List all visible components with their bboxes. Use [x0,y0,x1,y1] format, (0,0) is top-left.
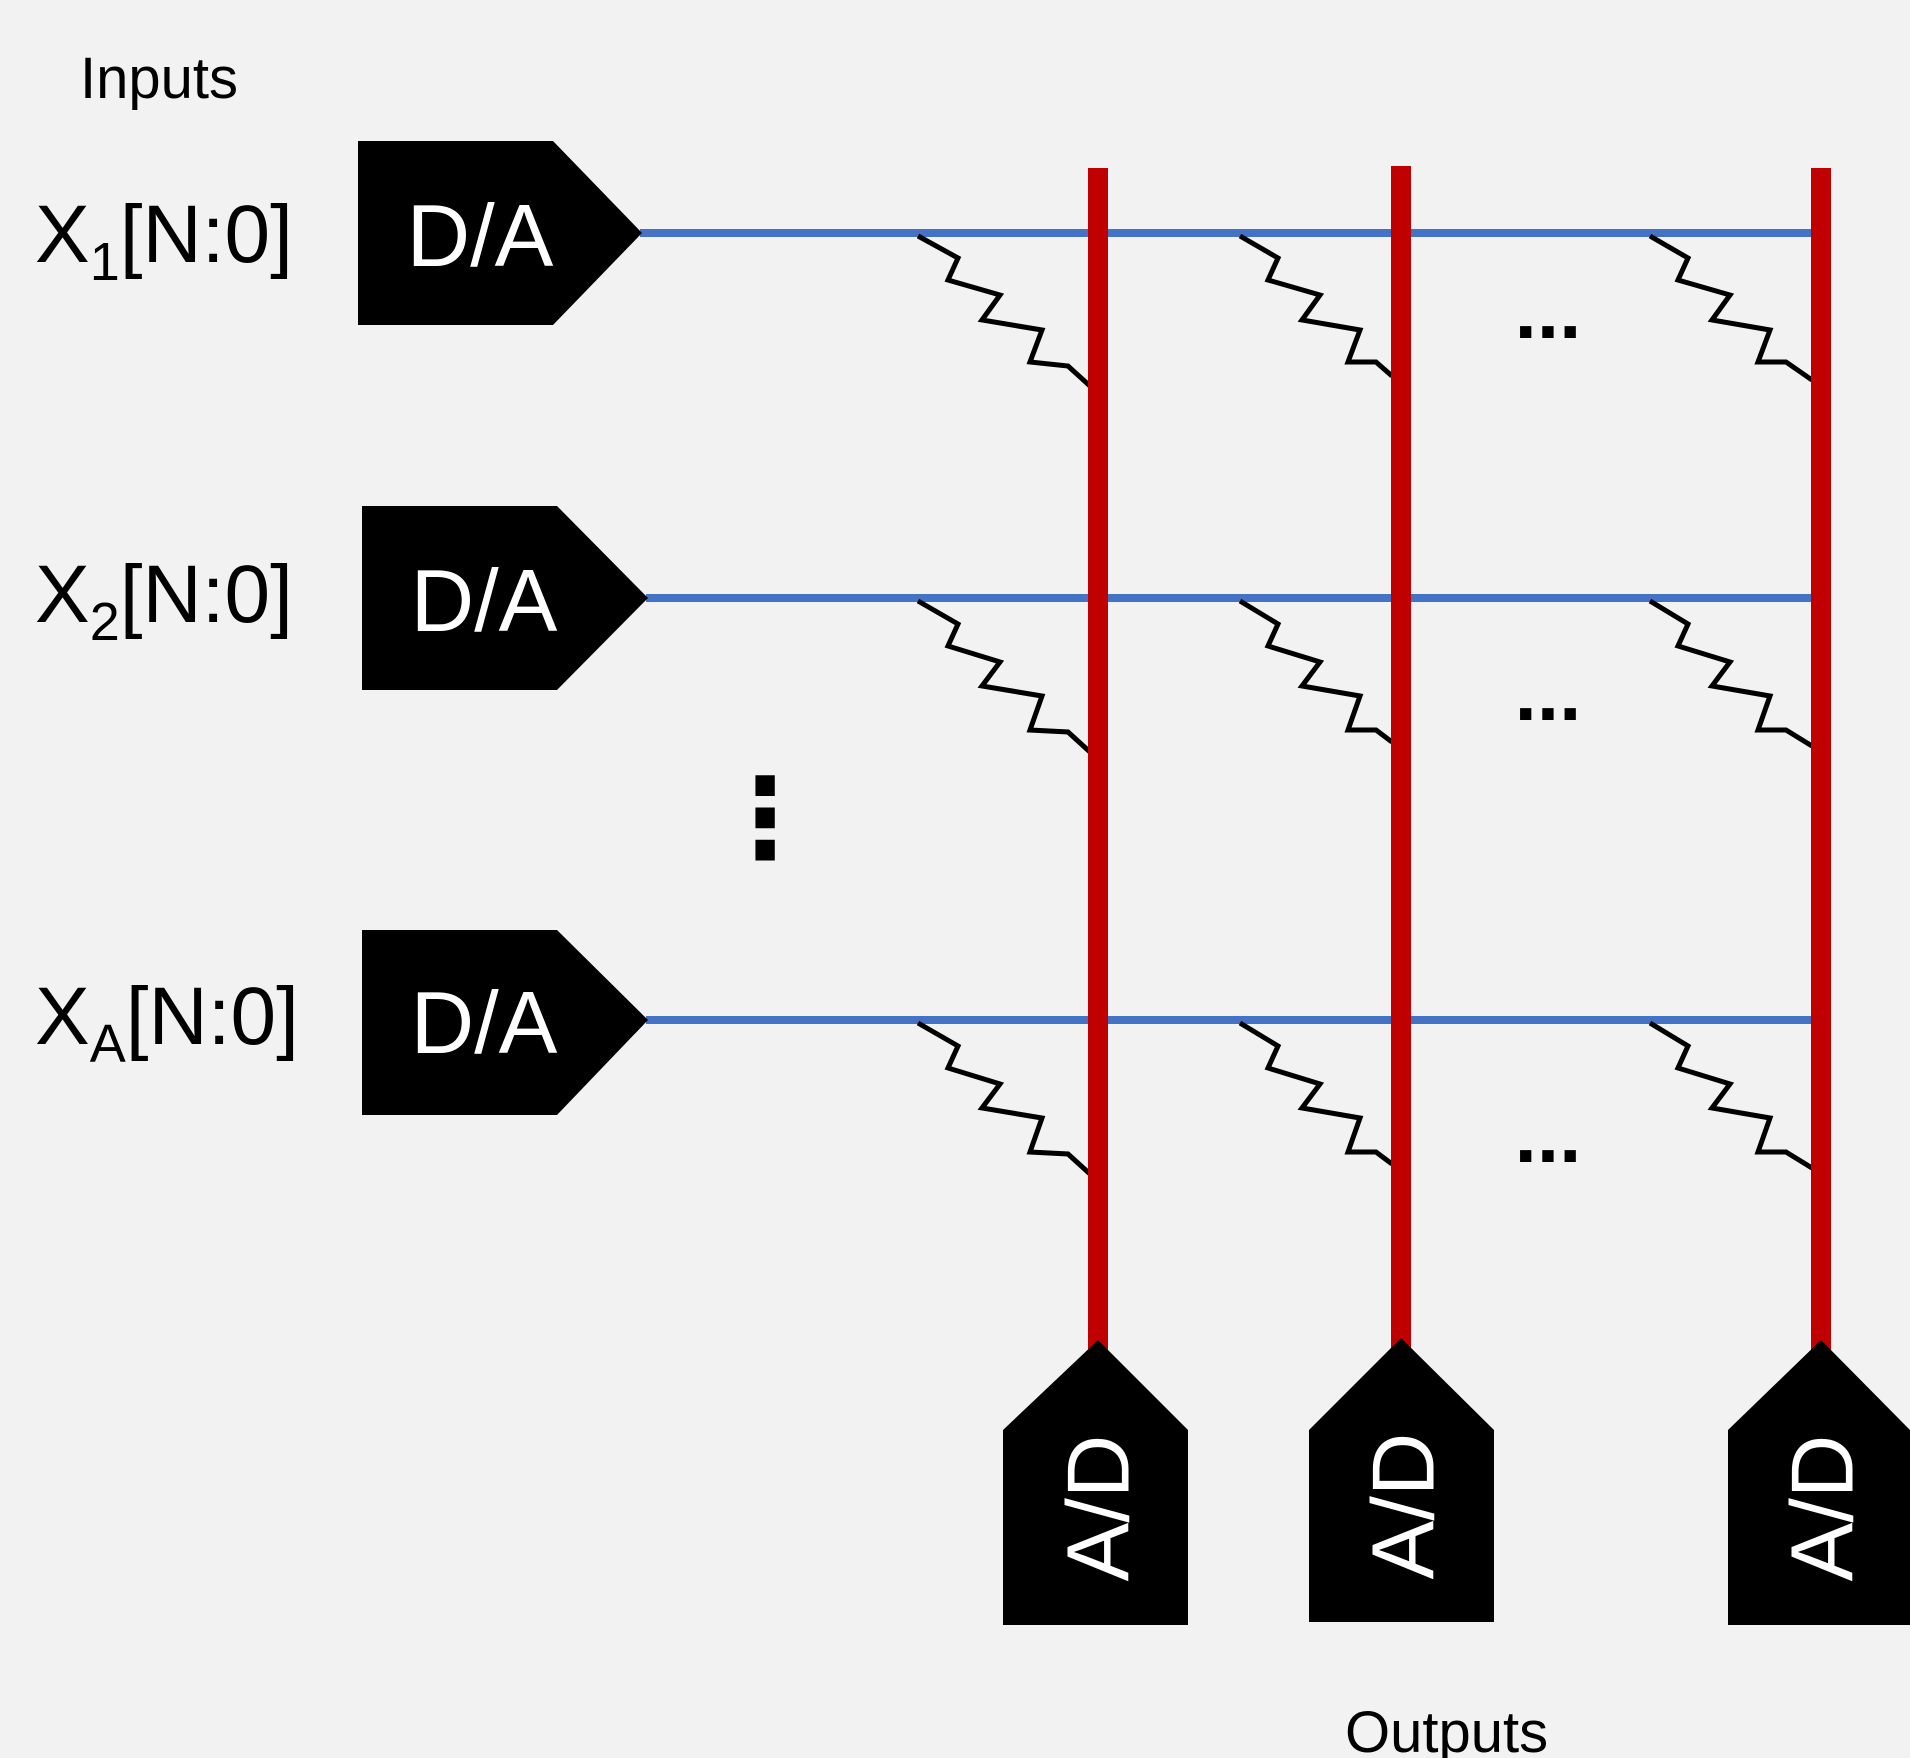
ad-converter-label-2: A/D [1354,1433,1453,1580]
input-bits-2: [N:0] [120,549,293,640]
input-name-2: X [35,549,90,640]
resistor-icon-r1-c2 [1238,233,1394,378]
input-label-2: X2[N:0] [35,549,293,652]
ad-converter-1: A/D [1003,1340,1188,1625]
row-ellipsis: ⋮ [710,757,820,880]
resistor-icon-r2-c3 [1648,598,1814,749]
input-bits-1: [N:0] [120,189,293,280]
input-label-1: X1[N:0] [35,189,293,292]
ad-converter-label-1: A/D [1049,1435,1148,1582]
column-ellipsis-row-3: ... [1515,1090,1582,1179]
resistor-icon-r2-c2 [1238,598,1394,744]
da-converter-shape-2 [362,506,648,690]
ad-converter-3: A/D [1728,1340,1910,1625]
input-subscript-2: 2 [90,592,120,652]
resistor-icon-r3-c1 [916,1020,1092,1176]
input-subscript-1: 1 [90,232,120,292]
column-ellipsis-row-2: ... [1515,648,1582,737]
column-ellipsis-row-1: ... [1515,266,1582,355]
inputs-label: Inputs [80,46,238,111]
input-name-3: X [35,971,90,1062]
da-converter-label-1: D/A [407,186,554,285]
input-bits-3: [N:0] [126,971,299,1062]
ad-converter-shape-1 [1003,1340,1188,1625]
da-converter-label-3: D/A [411,973,558,1072]
ad-converter-label-3: A/D [1773,1435,1872,1582]
da-converter-label-2: D/A [411,551,558,650]
ad-converter-shape-3 [1728,1340,1910,1625]
da-converter-2: D/A [362,506,648,690]
resistor-icon-r3-c3 [1648,1020,1814,1171]
outputs-label: Outputs [1345,1700,1548,1758]
input-subscript-3: A [90,1014,126,1074]
resistor-icon-r2-c1 [916,598,1092,754]
ad-converter-shape-2 [1309,1338,1494,1622]
resistor-icon-r1-c3 [1648,233,1814,383]
da-converter-3: D/A [362,930,648,1115]
input-name-1: X [35,189,90,280]
resistor-icon-r1-c1 [916,233,1092,388]
da-converter-shape-3 [362,930,648,1115]
ad-converter-2: A/D [1309,1338,1494,1622]
da-converter-1: D/A [358,141,642,325]
input-label-3: XA[N:0] [35,971,299,1074]
resistor-icon-r3-c2 [1238,1020,1394,1166]
da-converter-shape-1 [358,141,642,325]
